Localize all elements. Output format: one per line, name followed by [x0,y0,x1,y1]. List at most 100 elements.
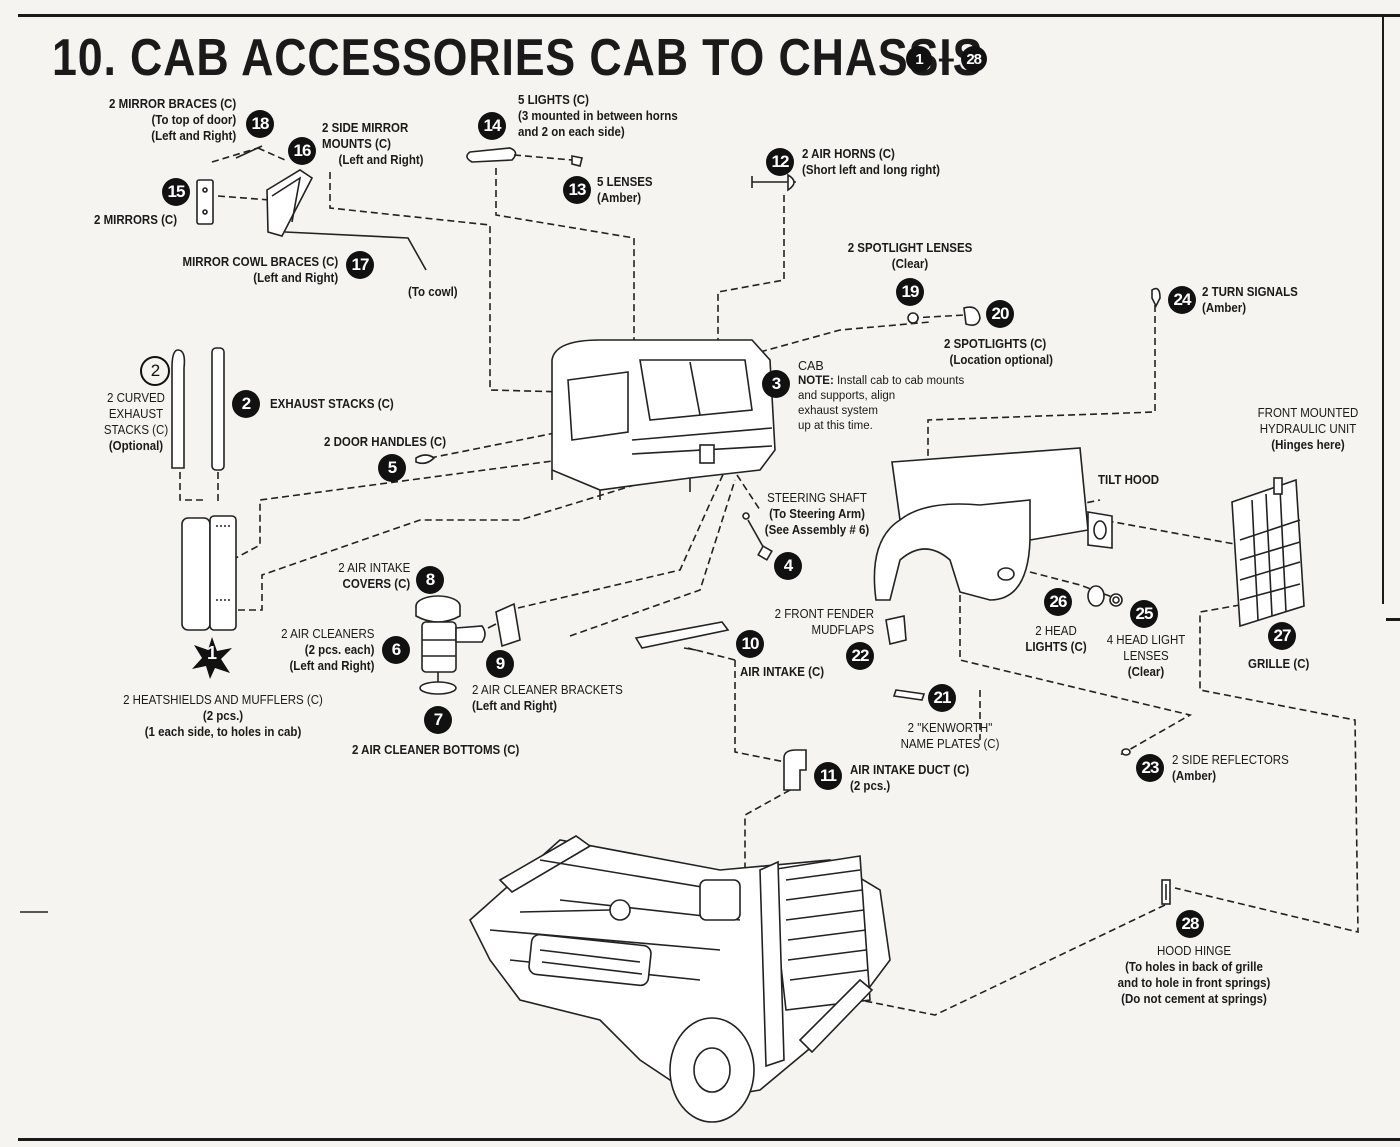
label-steering-shaft: STEERING SHAFT (To Steering Arm) (See As… [764,491,870,537]
leader-duct-chassis [744,789,791,935]
label-heatshields-mufflers: 2 HEATSHIELDS AND MUFFLERS (C) (2 pcs.) … [123,693,323,739]
label-mirror-cowl-braces: MIRROR COWL BRACES (C) (Left and Right) [182,255,338,285]
label-curved-exhaust-stacks: 2 CURVED EXHAUST STACKS (C) (Optional) [103,391,169,453]
leader-steering [736,474,761,511]
label-side-mirror-mounts: 2 SIDE MIRROR MOUNTS (C) (Left and Right… [322,121,424,167]
label-air-intake: AIR INTAKE (C) [740,665,825,679]
leader-nameplate [959,540,1193,756]
badge-27: 27 [1268,622,1296,650]
label-grille: GRILLE (C) [1248,657,1310,671]
mudflap-drawing [885,615,907,645]
cowl-brace-drawing [284,231,427,271]
badge-9: 9 [486,650,514,678]
label-front-hydraulic-unit: FRONT MOUNTED HYDRAULIC UNIT (Hinges her… [1257,406,1359,452]
label-door-handles: 2 DOOR HANDLES (C) [324,435,447,449]
step-range-end-badge: 28 [960,46,987,72]
leader-exhaust [179,472,219,505]
badge-28: 28 [1176,910,1204,938]
label-air-cleaners: 2 AIR CLEANERS (2 pcs. each) (Left and R… [280,627,374,673]
leader-mirror-mount [329,172,567,393]
badge-5: 5 [378,454,406,482]
door-handle-drawing [415,454,436,465]
leader-cab-right [759,321,931,353]
air-horn-drawing [751,173,796,192]
label-head-lights: 2 HEAD LIGHTS (C) [1025,624,1087,654]
exhaust-stack-drawing [211,347,225,471]
label-hood-hinge: HOOD HINGE (To holes in back of grille a… [1117,944,1271,1006]
label-tilt-hood: TILT HOOD [1098,473,1160,487]
badge-11: 11 [814,762,842,790]
label-front-fender-mudflaps: 2 FRONT FENDER MUDFLAPS [774,607,874,637]
light-drawing [466,147,583,167]
badge-16: 16 [288,137,316,165]
badge-26: 26 [1044,588,1072,616]
turn-signal-drawing [1151,287,1161,308]
step-range: 1 – 28 [906,42,987,76]
chassis-drawing [469,835,891,1123]
top-border [18,14,1400,17]
leader-hinge [834,904,1166,1016]
badge-13: 13 [563,176,591,204]
leader-mirror [217,195,271,201]
heatshield-drawing [181,515,237,631]
label-mirror-braces: 2 MIRROR BRACES (C) (To top of door) (Le… [108,97,236,143]
badge-7: 7 [424,706,452,734]
mirror-brace-drawing [235,145,263,159]
badge-1-number: 1 [206,643,217,663]
mirror-drawing [196,179,214,225]
badge-1-star [192,637,232,679]
step-range-start-badge: 1 [906,46,932,72]
curved-exhaust-drawing [171,349,186,469]
reflector-drawing [1121,748,1131,756]
steering-shaft-drawing [742,512,773,561]
leader-bracket [517,469,726,609]
badge-12: 12 [766,148,794,176]
label-to-cowl: (To cowl) [408,285,458,299]
badge-21: 21 [928,684,956,712]
badge-6: 6 [382,636,410,664]
cab-note-label: NOTE: [798,375,834,387]
badge-20: 20 [986,300,1014,328]
label-cab: CAB NOTE: Install cab to cab mounts and … [798,359,965,432]
label-spotlights: 2 SPOTLIGHTS (C) (Location optional) [944,337,1054,367]
cab-drawing [551,339,776,500]
label-air-intake-duct: AIR INTAKE DUCT (C) (2 pcs.) [850,763,970,793]
badge-22: 22 [846,642,874,670]
badge-17: 17 [346,251,374,279]
label-mirrors: 2 MIRRORS (C) [94,213,178,227]
right-border [1382,14,1384,604]
label-lenses: 5 LENSES (Amber) [597,175,653,205]
leader-headlight [1029,571,1116,599]
mirror-mount-drawing [266,169,314,237]
step-range-dash: – [938,42,955,75]
badge-2-optional: 2 [140,356,170,386]
badge-24: 24 [1168,286,1196,314]
label-exhaust-stacks: EXHAUST STACKS (C) [270,397,394,411]
badge-10: 10 [736,630,764,658]
nameplate-drawing [892,689,926,701]
leader-grille [1174,604,1359,934]
badge-18: 18 [246,110,274,138]
grille-drawing [1231,477,1305,628]
badge-2: 2 [232,390,260,418]
badge-14: 14 [478,112,506,140]
label-side-reflectors: 2 SIDE REFLECTORS (Amber) [1172,753,1289,783]
label-kenworth-nameplates: 2 "KENWORTH" NAME PLATES (C) [900,721,1000,751]
headlight-drawing [1087,585,1123,607]
badge-3: 3 [762,370,790,398]
air-intake-drawing [634,621,730,651]
badge-8: 8 [416,566,444,594]
leader-lights [495,168,635,345]
badge-25: 25 [1130,600,1158,628]
label-air-horns: 2 AIR HORNS (C) (Short left and long rig… [802,147,940,177]
label-air-intake-covers: 2 AIR INTAKE COVERS (C) [337,561,410,591]
air-cleaner-bracket-drawing [487,602,521,648]
hood-hinge-drawing [1161,879,1171,905]
bottom-border [18,1138,1400,1141]
label-lights: 5 LIGHTS (C) (3 mounted in between horns… [518,93,678,139]
leader-heatshield-2 [238,467,691,611]
label-air-cleaner-bottoms: 2 AIR CLEANER BOTTOMS (C) [352,743,520,757]
badge-15: 15 [162,178,190,206]
badge-4: 4 [774,552,802,580]
